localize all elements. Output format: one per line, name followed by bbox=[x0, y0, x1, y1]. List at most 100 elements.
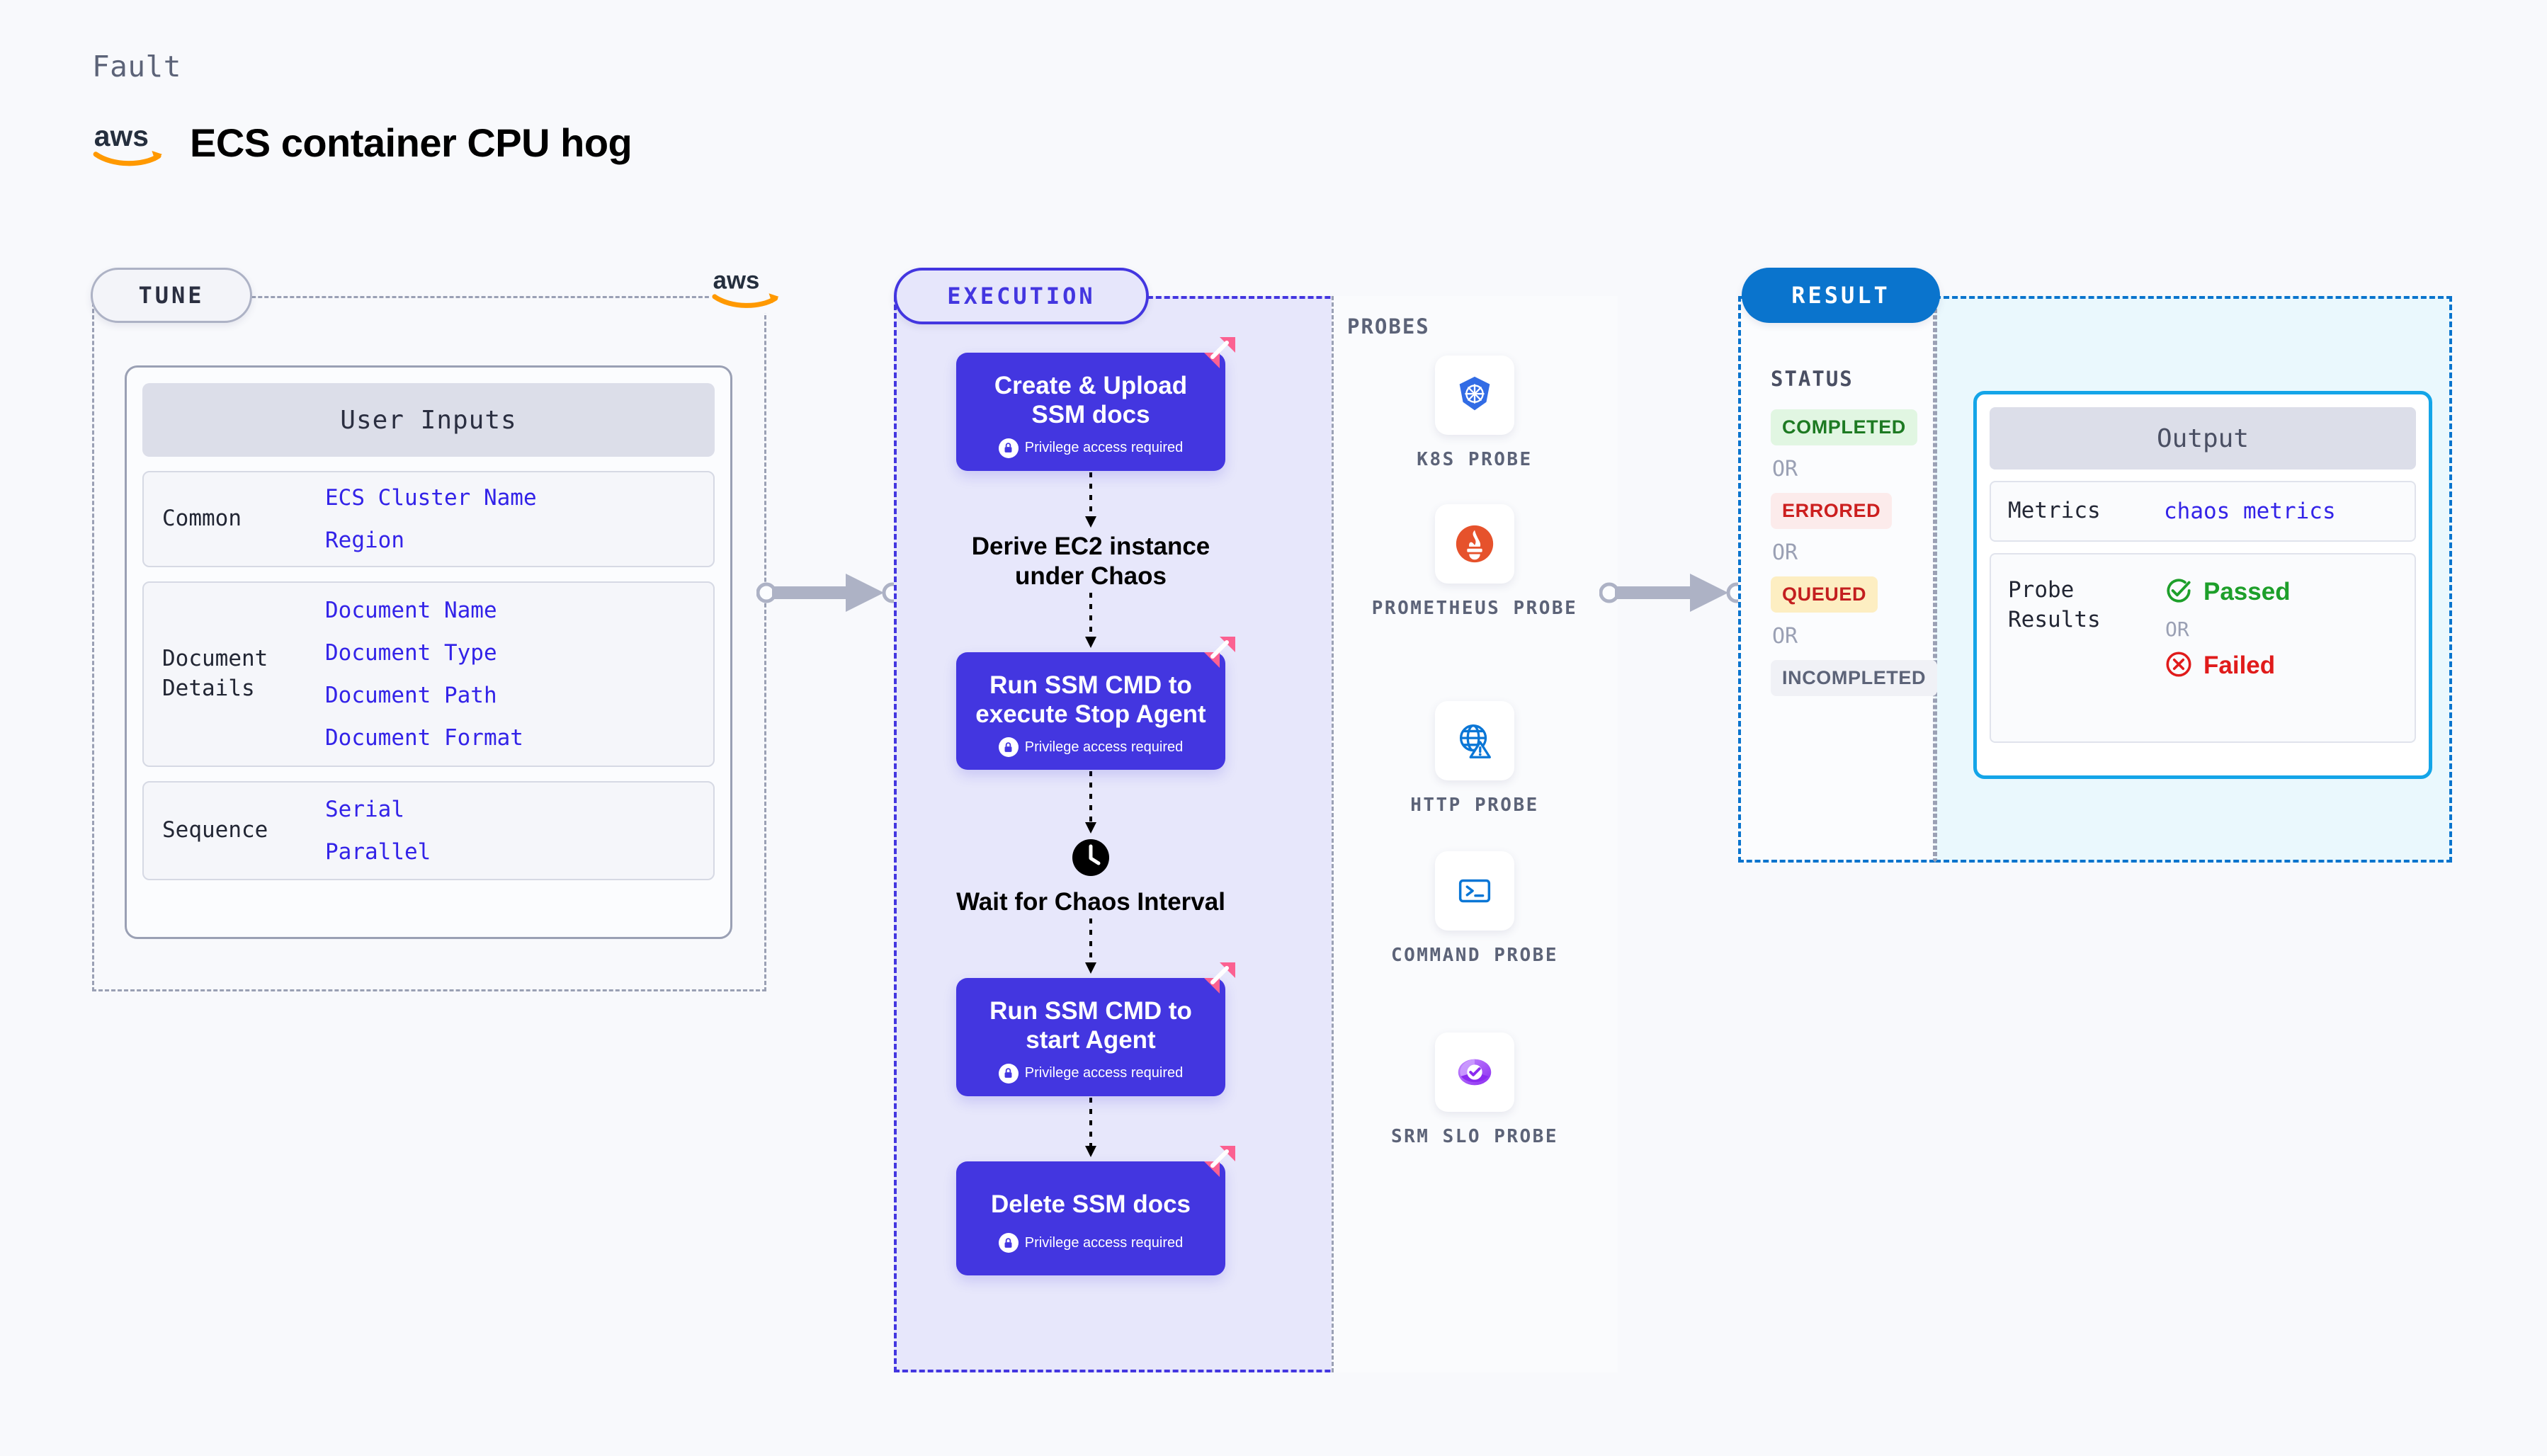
flow-node-privilege-note: Privilege access required bbox=[969, 1063, 1213, 1084]
execution-pill[interactable]: EXECUTION bbox=[894, 268, 1149, 324]
flow-node-title: Run SSM CMD to execute Stop Agent bbox=[975, 671, 1206, 728]
harness-badge-icon bbox=[1203, 336, 1237, 370]
probe-result-passed: Passed bbox=[2164, 576, 2291, 609]
lock-icon bbox=[998, 1063, 1019, 1084]
privilege-label: Privilege access required bbox=[1024, 440, 1184, 456]
input-value[interactable]: Parallel bbox=[325, 839, 431, 865]
metrics-value[interactable]: chaos metrics bbox=[2164, 498, 2336, 524]
probes-panel bbox=[1332, 296, 1618, 1372]
tune-pill[interactable]: TUNE bbox=[91, 268, 252, 323]
probe-label: SRM SLO PROBE bbox=[1391, 1126, 1558, 1147]
or-separator: OR bbox=[1772, 457, 1798, 482]
probe-item-command[interactable]: COMMAND PROBE bbox=[1332, 851, 1618, 968]
input-group-sequence: Sequence Serial Parallel bbox=[142, 781, 715, 880]
input-group-label: Common bbox=[162, 506, 242, 532]
user-inputs-card: User Inputs Common ECS Cluster Name Regi… bbox=[125, 365, 732, 939]
probe-label: K8S PROBE bbox=[1417, 449, 1533, 470]
flow-node-title: Derive EC2 instance under Chaos bbox=[971, 532, 1210, 590]
tune-aws-logo-icon: aws bbox=[710, 261, 792, 313]
flow-node-run-ssm-cmd-stop-agent[interactable]: Run SSM CMD to execute Stop Agent Privil… bbox=[956, 636, 1235, 770]
status-badge-queued: QUEUED bbox=[1771, 576, 1878, 613]
harness-badge-icon bbox=[1203, 1144, 1237, 1178]
flow-node-create-upload-ssm-docs[interactable]: Create & Upload SSM docs Privilege acces… bbox=[956, 337, 1235, 471]
svg-text:aws: aws bbox=[94, 120, 149, 152]
input-group-common: Common ECS Cluster Name Region bbox=[142, 471, 715, 567]
flow-node-title: Delete SSM docs bbox=[990, 1190, 1191, 1218]
probe-results-label: Probe Results bbox=[2008, 576, 2101, 632]
prometheus-icon bbox=[1435, 504, 1514, 584]
probe-item-k8s[interactable]: K8S PROBE bbox=[1332, 356, 1618, 472]
lock-icon bbox=[998, 737, 1019, 758]
input-group-values: ECS Cluster Name Region bbox=[325, 485, 537, 553]
input-group-values: Document Name Document Type Document Pat… bbox=[325, 598, 523, 751]
probe-item-http[interactable]: HTTP PROBE bbox=[1332, 701, 1618, 818]
input-group-label: Document Details bbox=[162, 646, 268, 701]
flow-node-privilege-note: Privilege access required bbox=[969, 1233, 1213, 1253]
input-value[interactable]: Document Path bbox=[325, 683, 497, 708]
privilege-label: Privilege access required bbox=[1024, 1065, 1184, 1081]
input-group-values: Serial Parallel bbox=[325, 797, 431, 865]
user-inputs-title: User Inputs bbox=[142, 383, 715, 457]
svg-text:aws: aws bbox=[713, 266, 760, 294]
flow-connector bbox=[956, 591, 1225, 652]
output-row-metrics: Metrics chaos metrics bbox=[1990, 481, 2416, 542]
page-title: ECS container CPU hog bbox=[190, 120, 633, 165]
probe-item-srm-slo[interactable]: SRM SLO PROBE bbox=[1332, 1033, 1618, 1149]
aws-logo-icon: aws bbox=[91, 117, 176, 168]
input-group-label: Sequence bbox=[162, 817, 268, 843]
input-value[interactable]: Document Format bbox=[325, 725, 523, 751]
probe-result-failed: Failed bbox=[2164, 649, 2291, 683]
output-row-probe-results: Probe Results Passed OR bbox=[1990, 552, 2416, 743]
harness-badge-icon bbox=[1203, 635, 1237, 669]
srm-slo-icon bbox=[1435, 1033, 1514, 1112]
or-separator: OR bbox=[1772, 540, 1798, 565]
flow-node-privilege-note: Privilege access required bbox=[969, 438, 1213, 458]
probe-label: HTTP PROBE bbox=[1410, 795, 1539, 816]
flow-node-title: Run SSM CMD to start Agent bbox=[989, 997, 1192, 1054]
flow-node-title: Create & Upload SSM docs bbox=[994, 372, 1188, 429]
probes-title: PROBES bbox=[1347, 314, 1430, 339]
passed-label: Passed bbox=[2203, 578, 2291, 606]
flow-node-delete-ssm-docs[interactable]: Delete SSM docs Privilege access require… bbox=[956, 1145, 1235, 1276]
status-badge-completed: COMPLETED bbox=[1771, 409, 1917, 445]
input-value[interactable]: ECS Cluster Name bbox=[325, 485, 537, 511]
probe-item-prometheus[interactable]: PROMETHEUS PROBE bbox=[1332, 504, 1618, 621]
lock-icon bbox=[998, 438, 1019, 458]
clock-icon bbox=[1071, 838, 1111, 877]
page-title-row: aws ECS container CPU hog bbox=[91, 117, 633, 168]
lock-icon bbox=[998, 1233, 1019, 1253]
page-kicker: Fault bbox=[92, 50, 181, 84]
flow-connector bbox=[956, 917, 1225, 978]
flow-node-run-ssm-cmd-start-agent[interactable]: Run SSM CMD to start Agent Privilege acc… bbox=[956, 962, 1235, 1096]
harness-badge-icon bbox=[1203, 961, 1237, 995]
flow-node-wait-for-chaos-interval: Wait for Chaos Interval bbox=[956, 838, 1225, 917]
result-pill[interactable]: RESULT bbox=[1742, 268, 1940, 323]
input-value[interactable]: Region bbox=[325, 528, 404, 553]
connector-execution-to-result bbox=[1599, 571, 1748, 618]
input-value[interactable]: Document Type bbox=[325, 640, 497, 666]
failed-label: Failed bbox=[2203, 652, 2276, 680]
tune-panel bbox=[92, 296, 766, 991]
probe-label: PROMETHEUS PROBE bbox=[1371, 598, 1578, 619]
x-circle-icon bbox=[2164, 649, 2194, 683]
status-badge-errored: ERRORED bbox=[1771, 493, 1893, 529]
input-value[interactable]: Document Name bbox=[325, 598, 497, 623]
flow-connector bbox=[956, 471, 1225, 532]
input-value[interactable]: Serial bbox=[325, 797, 404, 822]
flow-connector bbox=[956, 770, 1225, 838]
probe-label: COMMAND PROBE bbox=[1391, 945, 1558, 966]
status-badge-incompleted: INCOMPLETED bbox=[1771, 660, 1938, 696]
flow-node-title: Wait for Chaos Interval bbox=[956, 888, 1225, 916]
input-group-document-details: Document Details Document Name Document … bbox=[142, 581, 715, 767]
flow-node-derive-ec2-instance: Derive EC2 instance under Chaos bbox=[956, 532, 1225, 591]
flow-node-privilege-note: Privilege access required bbox=[969, 737, 1213, 758]
terminal-icon bbox=[1435, 851, 1514, 931]
or-separator: OR bbox=[1772, 624, 1798, 649]
http-globe-icon bbox=[1435, 701, 1514, 780]
connector-tune-to-execution bbox=[756, 571, 904, 618]
kubernetes-icon bbox=[1435, 356, 1514, 435]
execution-flow: Create & Upload SSM docs Privilege acces… bbox=[956, 337, 1235, 1276]
privilege-label: Privilege access required bbox=[1024, 1234, 1184, 1251]
privilege-label: Privilege access required bbox=[1024, 739, 1184, 755]
